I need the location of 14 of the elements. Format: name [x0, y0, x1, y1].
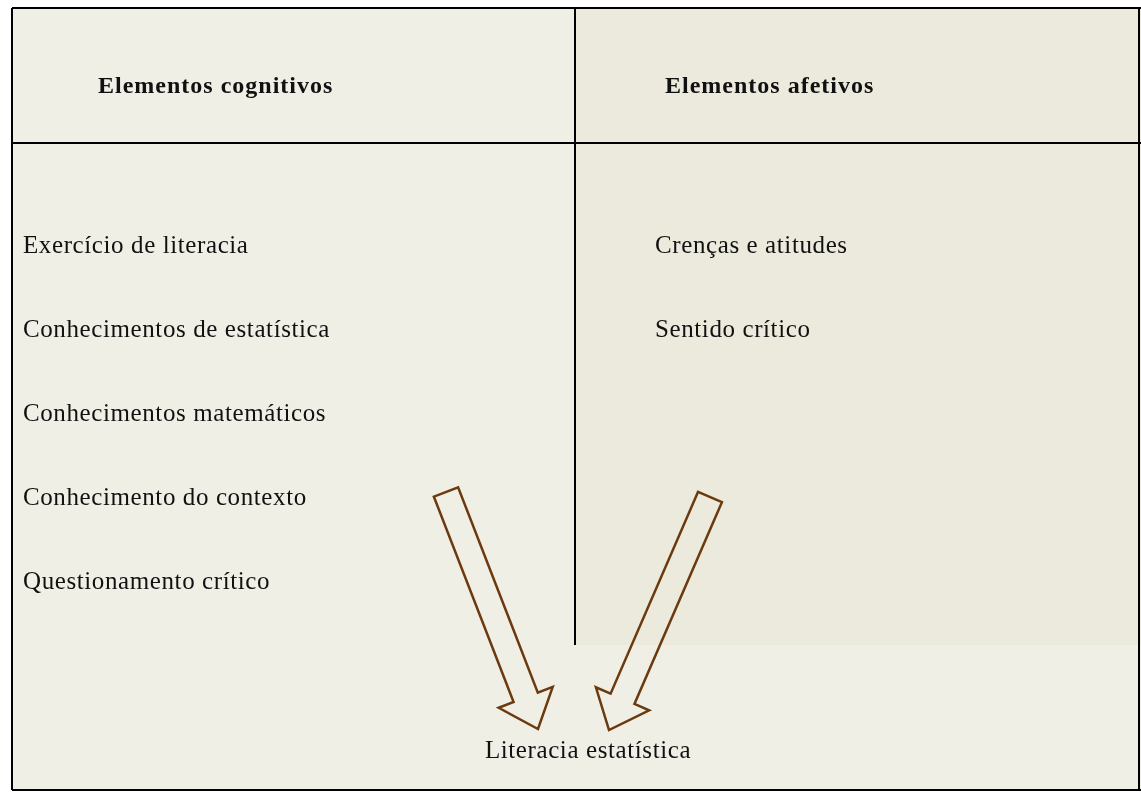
- block-arrow: [593, 490, 724, 732]
- list-item: Questionamento crítico: [23, 566, 271, 596]
- column-heading: Elementos afetivos: [665, 71, 875, 100]
- result-text: Literacia estatística: [484, 735, 692, 765]
- table-column-panel: [12, 8, 575, 645]
- column-heading: Elementos cognitivos: [98, 71, 334, 100]
- list-item: Crenças e atitudes: [655, 230, 848, 260]
- block-arrow: [432, 485, 555, 731]
- list-item: Conhecimentos de estatística: [23, 314, 330, 344]
- list-item: Sentido crítico: [655, 314, 811, 344]
- list-item: Exercício de literacia: [23, 230, 249, 260]
- list-item: Conhecimento do contexto: [23, 482, 307, 512]
- list-item: Conhecimentos matemáticos: [23, 398, 327, 428]
- table-column-panel: [575, 8, 1141, 645]
